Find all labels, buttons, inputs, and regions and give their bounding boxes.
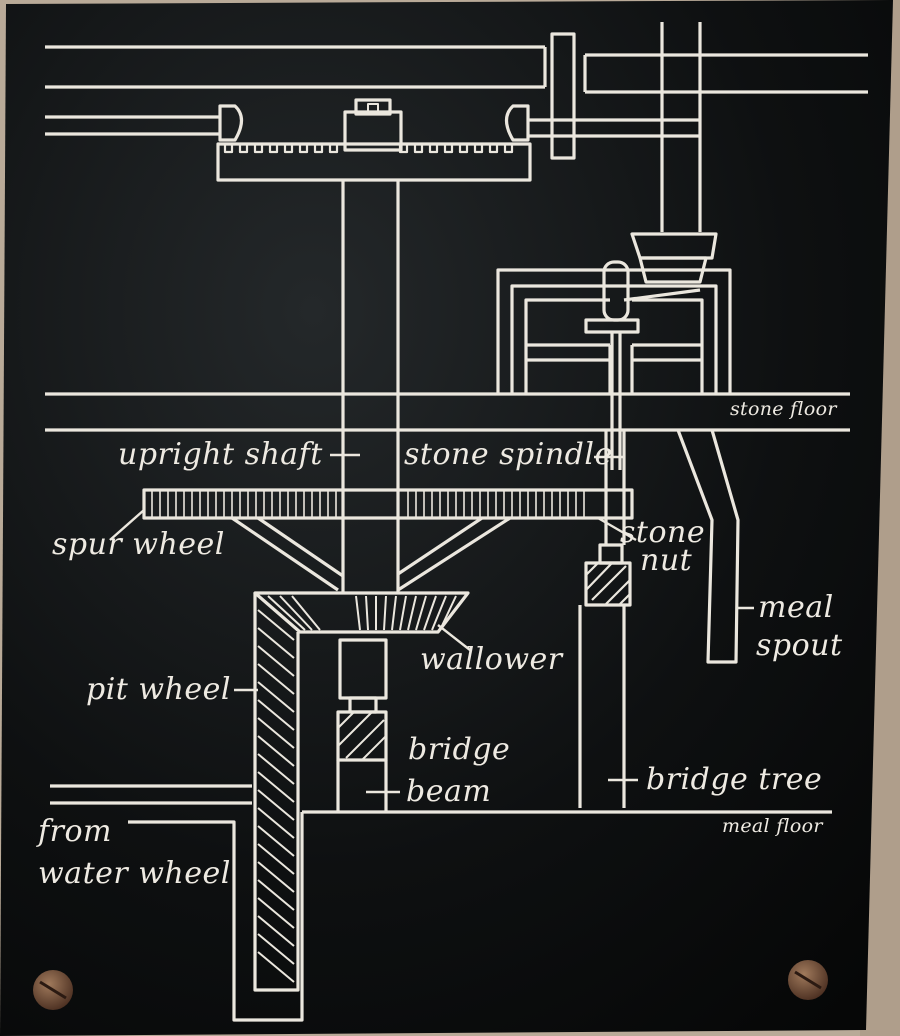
label-stone-floor: stone floor: [730, 398, 837, 420]
spindle-top: [584, 260, 640, 470]
label-bridge-beam-1: bridge: [408, 732, 511, 767]
crown-gear-top: [216, 32, 700, 182]
label-bridge-beam-2: beam: [406, 774, 492, 809]
top-shaft-lines: [45, 45, 868, 136]
pit-wheel-shape: [234, 593, 300, 992]
label-stone-nut: stone: [620, 515, 705, 550]
wallower-shape: [253, 591, 471, 651]
screw-bottom-left: [33, 970, 73, 1010]
label-from-water-wheel-2: water wheel: [38, 856, 231, 891]
label-bridge-tree: bridge tree: [646, 762, 823, 797]
label-pit-wheel: pit wheel: [86, 672, 231, 707]
label-spur-wheel: spur wheel: [52, 527, 225, 562]
spur-wheel-shape: [109, 488, 634, 592]
label-stone-nut-2: nut: [640, 543, 693, 578]
label-upright-shaft: upright shaft: [118, 437, 323, 472]
screw-bottom-right: [788, 960, 828, 1000]
label-meal-spout-1: meal: [758, 590, 834, 625]
hopper-feed: [630, 22, 718, 284]
label-from-water-wheel-1: from: [38, 814, 112, 849]
meal-spout-shape: [676, 429, 754, 664]
bridge-beam-shape: [336, 638, 400, 812]
label-stone-nut-line1: stone: [620, 515, 706, 550]
label-meal-floor: meal floor: [722, 815, 823, 837]
stone-housing: [496, 268, 732, 394]
label-wallower: wallower: [420, 642, 563, 677]
stone-nut-shape: [578, 516, 638, 808]
label-meal-spout-2: spout: [756, 628, 843, 663]
label-stone-spindle: stone spindle: [404, 437, 613, 472]
stone-floor-lines: [45, 392, 850, 432]
upright-shaft-shape: [330, 180, 400, 594]
stone-spindle-shape: [594, 430, 626, 545]
meal-floor-lines: [50, 784, 832, 1022]
